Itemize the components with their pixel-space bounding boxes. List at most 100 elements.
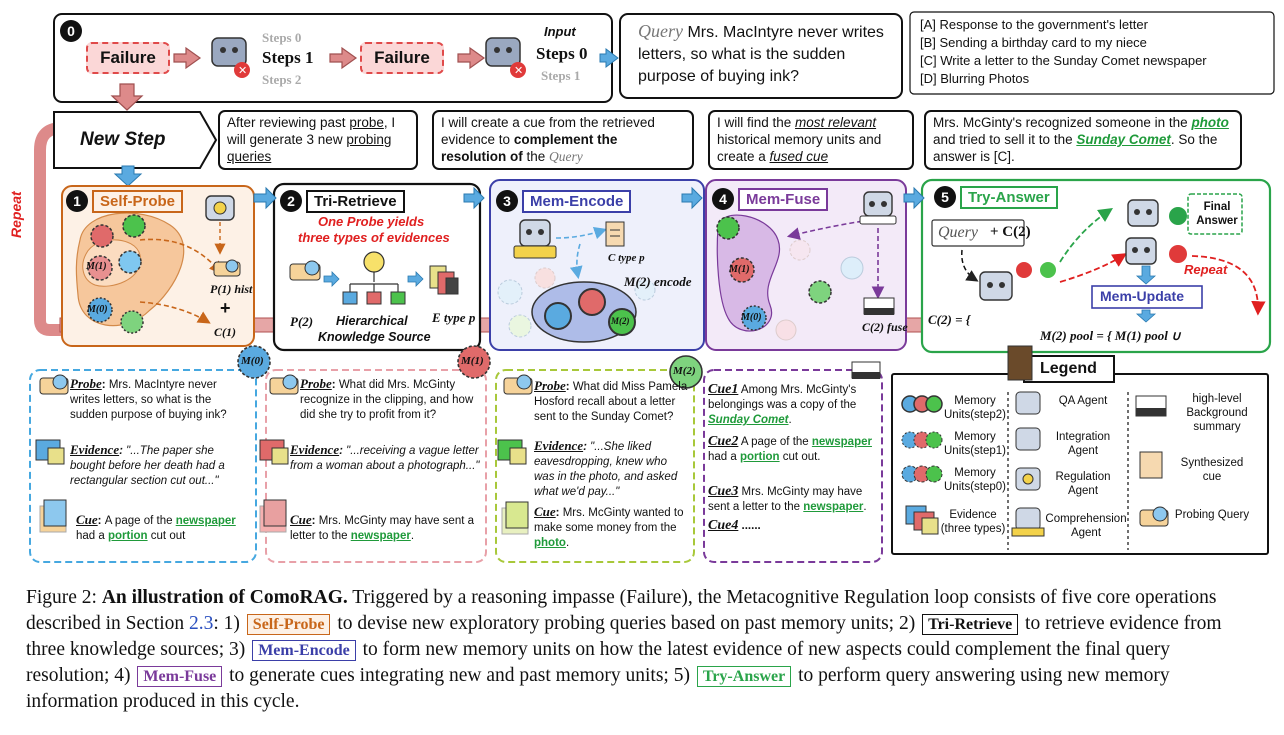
panel-m1 [265,369,487,563]
legend-title: Legend [1040,360,1097,377]
bubble-try-answer: Mrs. McGinty's recognized someone in the… [924,110,1242,170]
badge-m1-label: M(1) [461,355,484,367]
steps1-label: Steps 1 [262,48,314,67]
panel-cues [703,369,883,563]
legend-qa-icon [1015,391,1041,415]
evidence-type-label: E type p [432,310,476,325]
legend-mu2: Memory Units(step2) [944,395,1006,421]
accept-icon [1040,262,1056,278]
comprehension-agent-icon [513,219,557,259]
probing-query-icon [269,374,299,395]
badge-m1 [457,345,491,379]
memory-circle [608,308,636,336]
c-fuse-label: C(2) fuse [862,320,908,334]
c1-label: C(1) [214,325,236,339]
panel-m2 [495,369,695,563]
qa-agent-icon [979,271,1013,301]
newstep-down-arrow [113,165,143,187]
probing-query-icon [503,374,533,395]
step-5-badge: 5 [934,186,956,208]
step-1-title: Self-Probe [92,190,184,213]
c2-eq-label: C(2) = { [928,312,971,327]
memory-circle [120,310,144,334]
panel-m2-evidence: Evidence: "...She liked eavesdropping, k… [534,438,678,498]
step-2-title: Tri-Retrieve [306,190,405,213]
left-arrow-3 [457,46,486,70]
legend-synth-icon [1139,451,1163,479]
m1-label-4: M(1) [729,264,750,275]
memory-circle [729,257,755,283]
knowledge-source-graph [342,251,406,305]
cue-1: Cue1 Among Mrs. McGinty's belongings was… [708,382,857,426]
query-text: Query Mrs. MacIntyre never writes letter… [638,21,884,85]
legend-probe: Probing Query [1174,509,1250,521]
history-icon [851,361,881,379]
new-step-label: New Step [80,129,166,150]
panel-m0-probe: Probe: Mrs. MacIntyre never writes lette… [70,376,227,421]
probe-link [139,301,211,324]
m-encode-label: M(2) encode [624,274,692,289]
badge-m2 [669,355,703,389]
panel-m2-probe: Probe: What did Miss Pamela Hosford reca… [534,378,688,423]
evidence-icon [429,265,459,295]
panel-m1-evidence: Evidence: "...receiving a vague letter f… [290,442,480,472]
legend-mu0-icon [901,465,943,483]
bubble-self-probe: After reviewing past probe, I will gener… [218,110,418,170]
memory-circle [578,288,606,316]
left-arrow-2 [329,46,358,70]
memory-circle [122,214,146,238]
m2-inner-label: M(2) [611,316,630,326]
m0-label-4: M(0) [741,312,762,323]
arrow-3-4 [681,186,703,210]
legend-history-icon [1135,395,1167,417]
cue-4: Cue4 ...... [708,518,761,533]
mpool-eq-label: M(2) pool = { M(1) pool ∪ [1040,328,1181,343]
legend-integration: Integration Agent [1055,431,1111,457]
caption-tag-tri-retrieve: Tri-Retrieve [922,614,1019,635]
legend-mu1: Memory Units(step1) [944,431,1006,457]
memory-circle [544,302,572,330]
legend-mu1-icon [901,431,943,449]
memory-circle [741,305,767,331]
caption-tag-self-probe: Self-Probe [246,614,331,635]
src-label-1: Hierarchical [336,314,408,328]
step-3-badge: 3 [496,190,518,212]
option-a: [A] Response to the government's letter [920,17,1148,32]
legend-integration-icon [1015,427,1041,451]
probing-query-icon [39,374,69,395]
mem-update-box [1091,285,1203,309]
legend-evidence-icon [905,505,939,535]
svg-text:✕: ✕ [238,64,247,77]
svg-text:✕: ✕ [514,64,523,77]
memory-circle [808,280,832,304]
probing-query-icon [213,259,241,277]
failure-box-b: Failure [360,42,444,74]
failure-box-a: Failure [86,42,170,74]
panel-m0 [29,369,257,563]
steps0-label: Steps 0 [536,44,588,63]
legend-regulation: Regulation Agent [1055,471,1111,497]
repeat-left-label: Repeat [8,191,24,238]
step-3-title: Mem-Encode [522,190,632,213]
steps1-faded: Steps 1 [541,68,581,83]
diagram-canvas: ✕ ✕ [29,11,1275,563]
reject-icon [1016,262,1032,278]
arrow-1-2 [253,186,277,210]
memory-circle [87,297,113,323]
option-c: [C] Write a letter to the Sunday Comet n… [920,53,1207,68]
legend-synth: Synthesized cue [1180,457,1244,483]
legend-mu0: Memory Units(step0) [944,467,1006,493]
src-label-2: Knowledge Source [318,330,431,344]
left-arrow-1 [173,46,202,70]
options-list: [A] Response to the government's letter … [920,16,1270,88]
query-c2-box [931,219,1025,247]
query-label-5: Query [938,224,978,241]
badge-m0-label: M(0) [241,355,264,367]
cue-3: Cue3 Mrs. McGinty may have sent a letter… [708,484,867,513]
memory-circle [118,250,142,274]
synthesized-cue-icon [605,221,625,247]
qa-agent-fail-icon [1125,237,1187,265]
step-5-title: Try-Answer [960,186,1058,209]
c-type-label: C type p [608,252,645,264]
bubble-mem-fuse: I will find the most relevant historical… [708,110,914,170]
